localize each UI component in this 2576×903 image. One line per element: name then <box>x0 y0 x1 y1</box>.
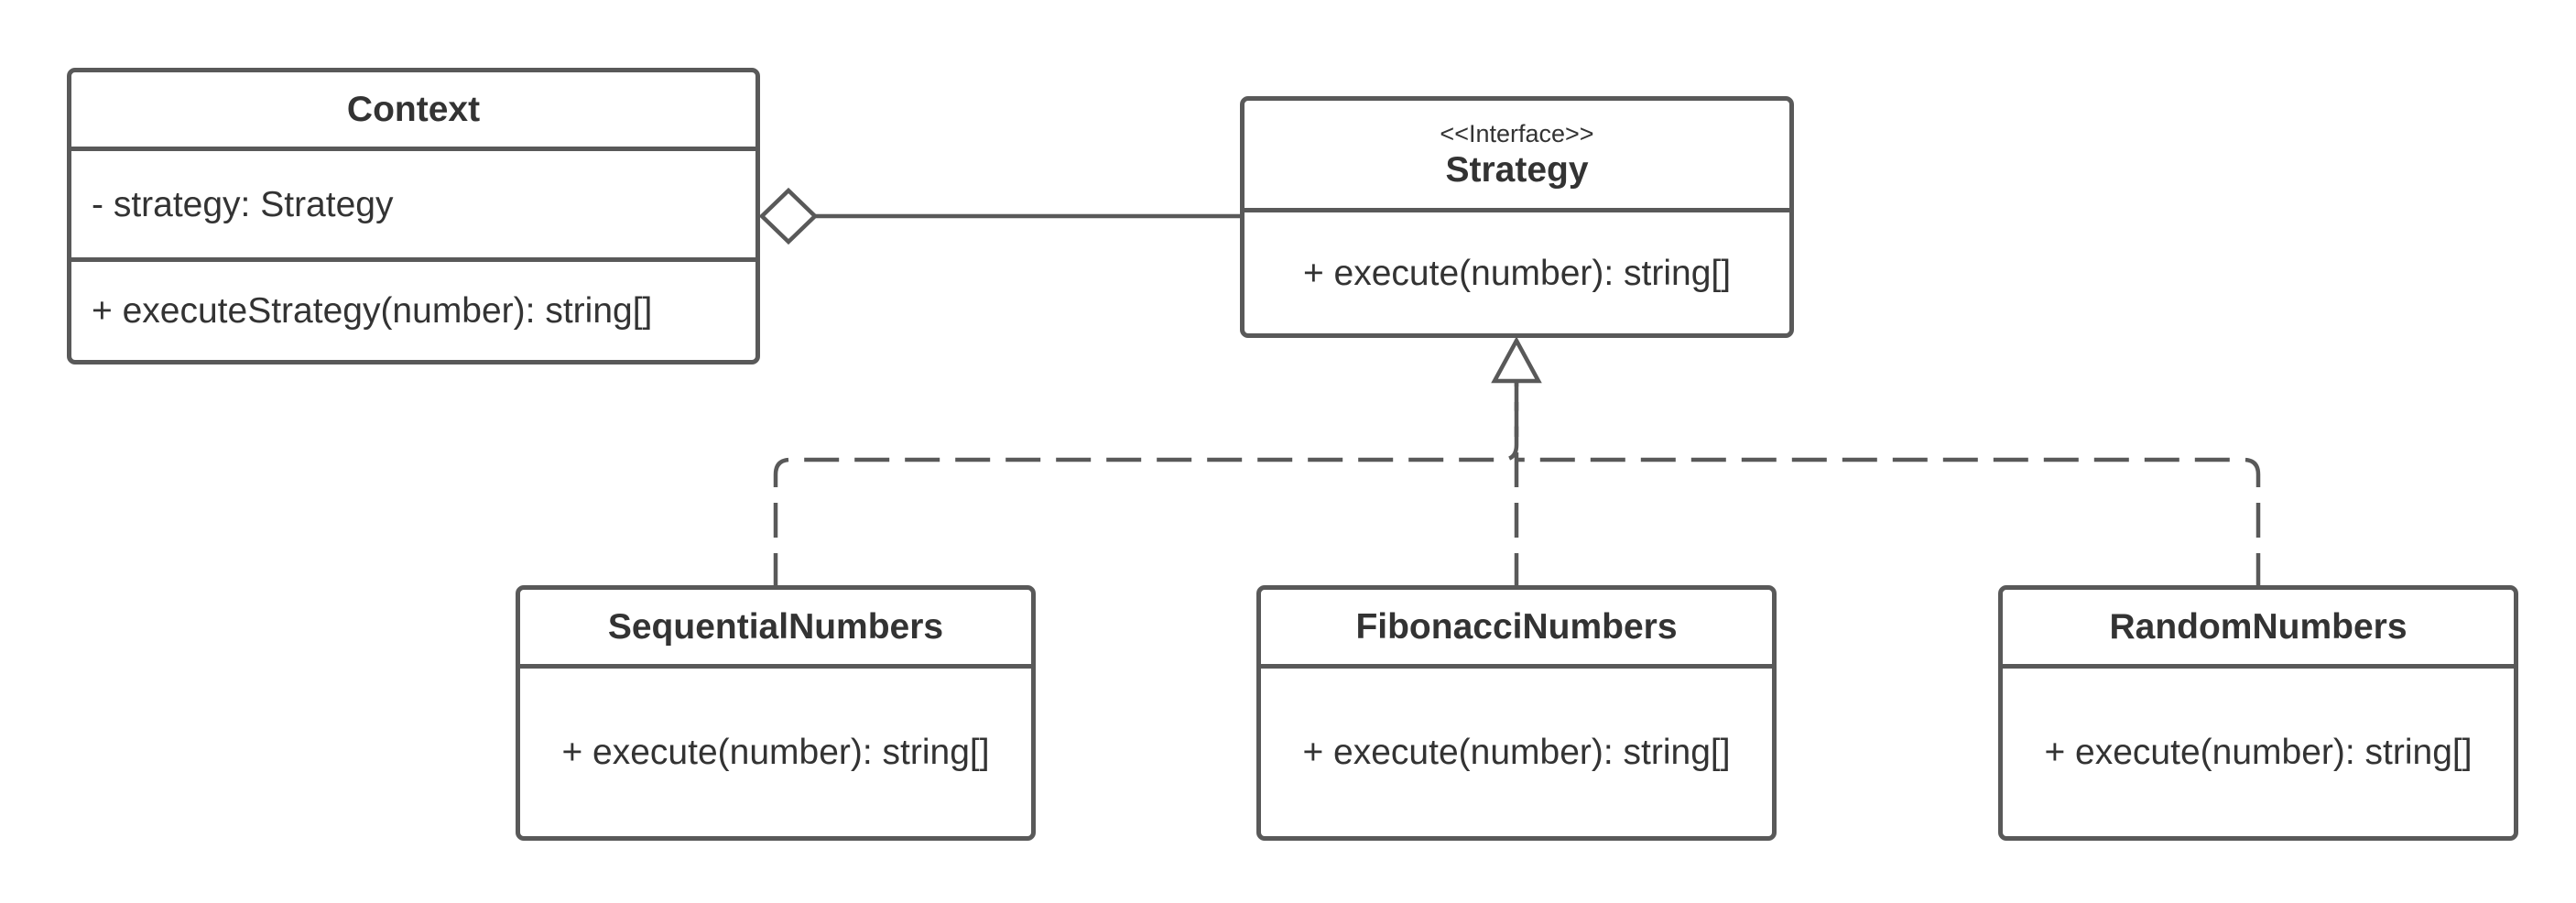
class-fibonacci-numbers-method: + execute(number): string[] <box>1302 733 1731 772</box>
realization-line-sequential <box>773 381 1519 588</box>
realization-line-random <box>1516 457 2261 588</box>
class-context-methods: + executeStrategy(number): string[] <box>71 257 755 360</box>
class-sequential-numbers-header: SequentialNumbers <box>520 590 1031 664</box>
class-strategy-methods: + execute(number): string[] <box>1245 208 1789 333</box>
class-sequential-numbers[interactable]: SequentialNumbers + execute(number): str… <box>516 585 1036 841</box>
class-random-numbers-name: RandomNumbers <box>2109 607 2408 647</box>
class-strategy-name: Strategy <box>1445 149 1589 190</box>
class-context-method: + executeStrategy(number): string[] <box>92 291 653 331</box>
class-context-attributes: - strategy: Strategy <box>71 147 755 257</box>
class-fibonacci-numbers-header: FibonacciNumbers <box>1261 590 1772 664</box>
class-strategy-method: + execute(number): string[] <box>1302 253 1732 293</box>
class-random-numbers-header: RandomNumbers <box>2003 590 2514 664</box>
class-fibonacci-numbers-name: FibonacciNumbers <box>1355 607 1678 647</box>
class-fibonacci-numbers-methods: + execute(number): string[] <box>1261 664 1772 836</box>
aggregation-diamond <box>758 187 819 245</box>
class-context-attribute: - strategy: Strategy <box>92 184 394 224</box>
class-context[interactable]: Context - strategy: Strategy + executeSt… <box>67 68 760 364</box>
class-fibonacci-numbers[interactable]: FibonacciNumbers + execute(number): stri… <box>1256 585 1777 841</box>
class-strategy[interactable]: <<Interface>> Strategy + execute(number)… <box>1240 96 1794 338</box>
class-context-name: Context <box>346 90 481 129</box>
class-sequential-numbers-name: SequentialNumbers <box>607 607 944 647</box>
class-sequential-numbers-methods: + execute(number): string[] <box>520 664 1031 836</box>
class-context-header: Context <box>71 72 755 147</box>
class-random-numbers[interactable]: RandomNumbers + execute(number): string[… <box>1998 585 2518 841</box>
class-strategy-stereotype: <<Interface>> <box>1440 119 1594 147</box>
realization-arrowhead <box>1491 336 1542 384</box>
class-strategy-header: <<Interface>> Strategy <box>1245 101 1789 208</box>
class-sequential-numbers-method: + execute(number): string[] <box>561 733 990 772</box>
class-random-numbers-method: + execute(number): string[] <box>2044 733 2473 772</box>
class-random-numbers-methods: + execute(number): string[] <box>2003 664 2514 836</box>
